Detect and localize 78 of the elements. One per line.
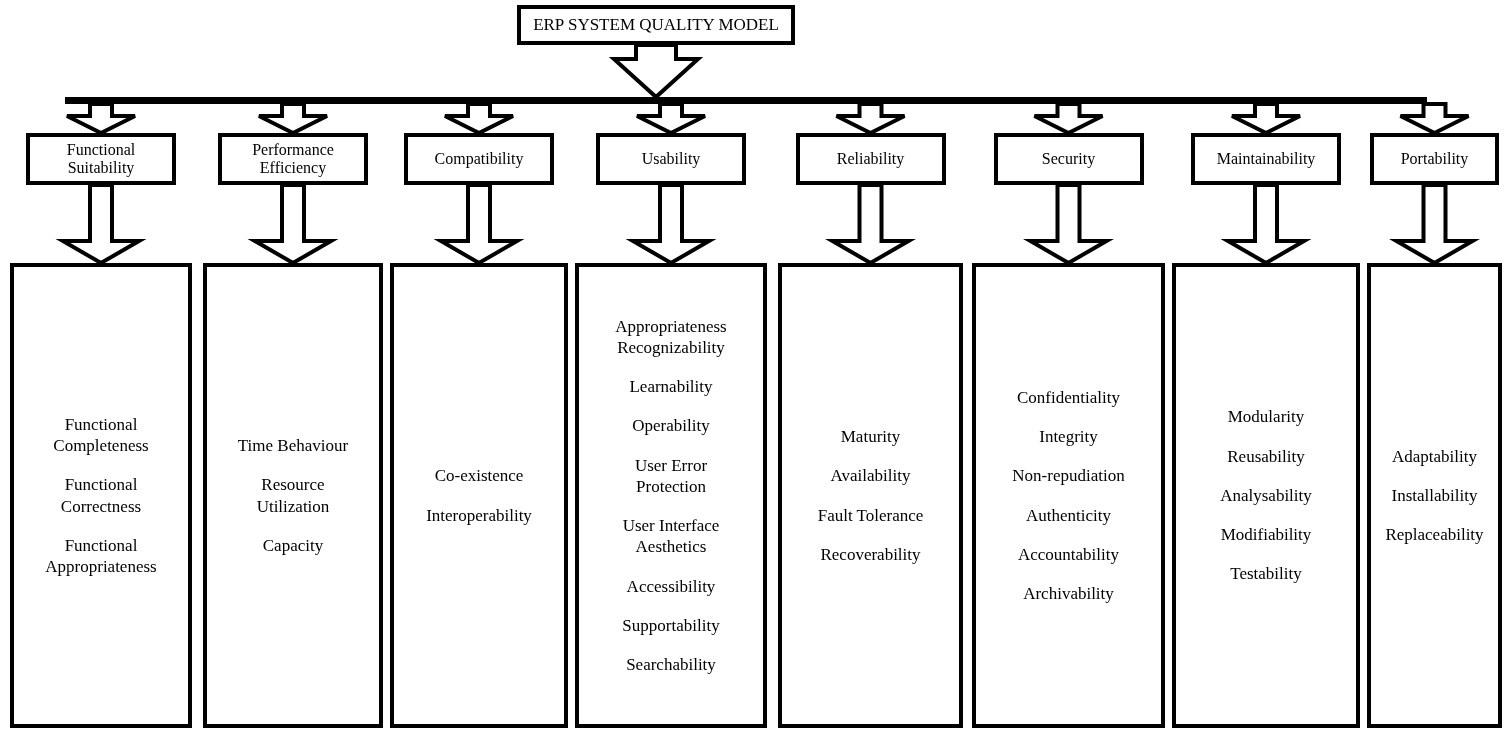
- item-text: Operability: [631, 415, 711, 437]
- sub-characteristic-box: [390, 263, 568, 728]
- item-text: Non-repudiation: [1011, 465, 1126, 487]
- item-text: Replaceability: [1384, 524, 1485, 546]
- horizontal-bar: [65, 97, 1427, 104]
- title-box: [517, 5, 795, 45]
- title-text: ERP SYSTEM QUALITY MODEL: [533, 14, 779, 36]
- block-arrow: [1220, 183, 1312, 266]
- item-text: Co-existence: [433, 465, 525, 487]
- item-text: Capacity: [261, 534, 325, 556]
- item-text: Confidentiality: [1016, 386, 1121, 408]
- item-text: Modifiability: [1219, 524, 1313, 546]
- item-text: User Error Protection: [633, 454, 709, 498]
- sub-characteristic-box: [575, 263, 767, 728]
- block-arrow: [1230, 102, 1302, 136]
- characteristic-box: [26, 133, 176, 185]
- characteristic-box: [596, 133, 746, 185]
- item-text: Authenticity: [1025, 504, 1112, 526]
- item-text: Functional Suitability: [65, 140, 137, 178]
- block-arrow: [247, 183, 339, 266]
- item-text: Integrity: [1038, 426, 1099, 448]
- block-arrow: [625, 183, 717, 266]
- block-arrow: [65, 102, 137, 136]
- characteristic-box: [795, 133, 946, 185]
- sub-characteristic-box: [1367, 263, 1502, 728]
- sub-characteristic-box: [203, 263, 383, 728]
- block-arrow: [1398, 102, 1471, 136]
- item-text: Compatibility: [433, 149, 525, 169]
- sub-characteristic-box: [10, 263, 192, 728]
- item-text: Performance Efficiency: [251, 140, 335, 178]
- block-arrow: [834, 102, 907, 136]
- item-text: Functional Completeness: [52, 413, 150, 457]
- characteristic-box: [1370, 133, 1499, 185]
- item-text: Interoperability: [425, 504, 533, 526]
- block-arrow: [1023, 183, 1114, 266]
- item-text: Functional Appropriateness: [44, 534, 158, 578]
- item-text: Learnability: [628, 376, 714, 398]
- item-text: Reusability: [1226, 445, 1306, 467]
- item-text: Security: [1040, 149, 1097, 169]
- item-text: Recoverability: [819, 543, 922, 565]
- item-text: Usability: [640, 149, 702, 169]
- block-arrow: [635, 102, 707, 136]
- item-text: Supportability: [621, 614, 721, 637]
- item-text: User Interface Aesthetics: [621, 515, 721, 558]
- item-text: Appropriateness Recognizability: [614, 315, 728, 359]
- item-text: Testability: [1229, 563, 1303, 585]
- block-arrow: [1032, 102, 1105, 136]
- characteristic-box: [404, 133, 554, 185]
- characteristic-box: [218, 133, 368, 185]
- item-text: Modularity: [1226, 406, 1306, 428]
- item-text: Maturity: [839, 426, 902, 448]
- item-text: Accountability: [1017, 543, 1120, 565]
- item-text: Accessibility: [625, 575, 717, 597]
- block-arrow: [1389, 183, 1480, 266]
- item-text: Availability: [829, 465, 912, 487]
- block-arrow: [825, 183, 916, 266]
- item-text: Functional Correctness: [59, 474, 143, 517]
- item-text: Maintainability: [1215, 149, 1317, 169]
- characteristic-box: [1191, 133, 1341, 185]
- block-arrow: [608, 43, 704, 100]
- block-arrow: [55, 183, 147, 266]
- item-text: Archivability: [1022, 583, 1115, 605]
- item-text: Searchability: [625, 654, 717, 676]
- sub-characteristic-box: [778, 263, 963, 728]
- block-arrow: [257, 102, 329, 136]
- characteristic-box: [993, 133, 1144, 185]
- item-text: Adaptability: [1391, 445, 1478, 467]
- item-text: Fault Tolerance: [816, 504, 925, 526]
- item-text: Resource Utilization: [255, 474, 331, 517]
- block-arrow: [443, 102, 515, 136]
- item-text: Analysability: [1219, 484, 1313, 507]
- sub-characteristic-box: [972, 263, 1165, 728]
- item-text: Installability: [1390, 484, 1479, 507]
- item-text: Portability: [1399, 149, 1470, 169]
- item-text: Reliability: [835, 149, 906, 169]
- item-text: Time Behaviour: [236, 435, 350, 457]
- block-arrow: [433, 183, 525, 266]
- sub-characteristic-box: [1172, 263, 1360, 728]
